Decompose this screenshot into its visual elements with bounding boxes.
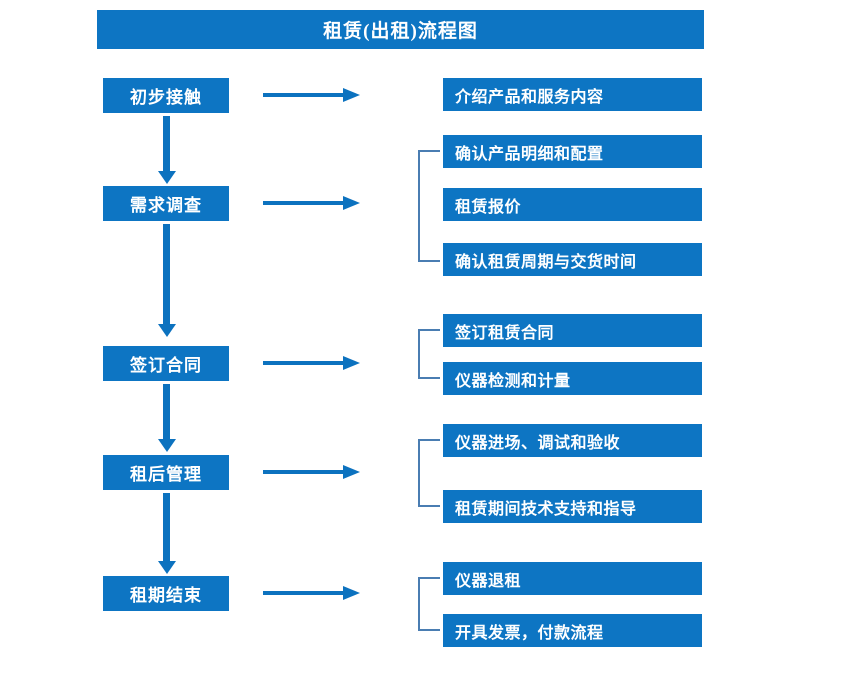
arrow-shaft	[163, 384, 170, 439]
detail-box-instrument-inspection[interactable]: 仪器检测和计量	[443, 362, 702, 395]
bracket-connector-management-details	[418, 439, 440, 507]
bracket-connector-end-details	[418, 577, 440, 631]
arrow-shaft	[263, 470, 345, 474]
arrow-head	[158, 171, 176, 184]
arrow-shaft	[163, 116, 170, 171]
bracket-connector-survey-details	[418, 150, 440, 262]
right-arrow-icon-to-survey-group	[263, 196, 360, 210]
arrow-head	[158, 561, 176, 574]
detail-box-sign-rental-contract[interactable]: 签订租赁合同	[443, 314, 702, 347]
arrow-head	[343, 88, 360, 102]
detail-box-introduce-products[interactable]: 介绍产品和服务内容	[443, 78, 702, 111]
detail-box-invoice-payment[interactable]: 开具发票，付款流程	[443, 614, 702, 647]
stage-box-sign-contract[interactable]: 签订合同	[103, 346, 229, 381]
down-arrow-icon-contact-to-survey	[158, 116, 176, 184]
stage-box-rental-end[interactable]: 租期结束	[103, 576, 229, 611]
right-arrow-icon-to-management-group	[263, 465, 360, 479]
down-arrow-icon-survey-to-contract	[158, 224, 176, 337]
stage-box-demand-survey[interactable]: 需求调查	[103, 186, 229, 221]
arrow-head	[158, 439, 176, 452]
stage-box-initial-contact[interactable]: 初步接触	[103, 78, 229, 113]
detail-box-instrument-entry-commissioning[interactable]: 仪器进场、调试和验收	[443, 424, 702, 457]
down-arrow-icon-contract-to-management	[158, 384, 176, 452]
detail-box-confirm-period-delivery[interactable]: 确认租赁周期与交货时间	[443, 243, 702, 276]
bracket-connector-contract-details	[418, 329, 440, 379]
detail-box-confirm-product-spec[interactable]: 确认产品明细和配置	[443, 135, 702, 168]
arrow-shaft	[263, 201, 345, 205]
arrow-head	[158, 324, 176, 337]
arrow-shaft	[163, 493, 170, 561]
arrow-head	[343, 586, 360, 600]
arrow-head	[343, 356, 360, 370]
right-arrow-icon-to-end-group	[263, 586, 360, 600]
stage-box-post-rental-management[interactable]: 租后管理	[103, 455, 229, 490]
arrow-shaft	[263, 361, 345, 365]
down-arrow-icon-management-to-end	[158, 493, 176, 574]
right-arrow-icon-to-contract-group	[263, 356, 360, 370]
detail-box-rental-quotation[interactable]: 租赁报价	[443, 188, 702, 221]
detail-box-technical-support[interactable]: 租赁期间技术支持和指导	[443, 490, 702, 523]
arrow-shaft	[163, 224, 170, 324]
arrow-head	[343, 196, 360, 210]
arrow-shaft	[263, 591, 345, 595]
chart-title: 租赁(出租)流程图	[97, 10, 704, 49]
arrow-shaft	[263, 93, 345, 97]
right-arrow-icon-to-intro	[263, 88, 360, 102]
detail-box-instrument-return[interactable]: 仪器退租	[443, 562, 702, 595]
arrow-head	[343, 465, 360, 479]
